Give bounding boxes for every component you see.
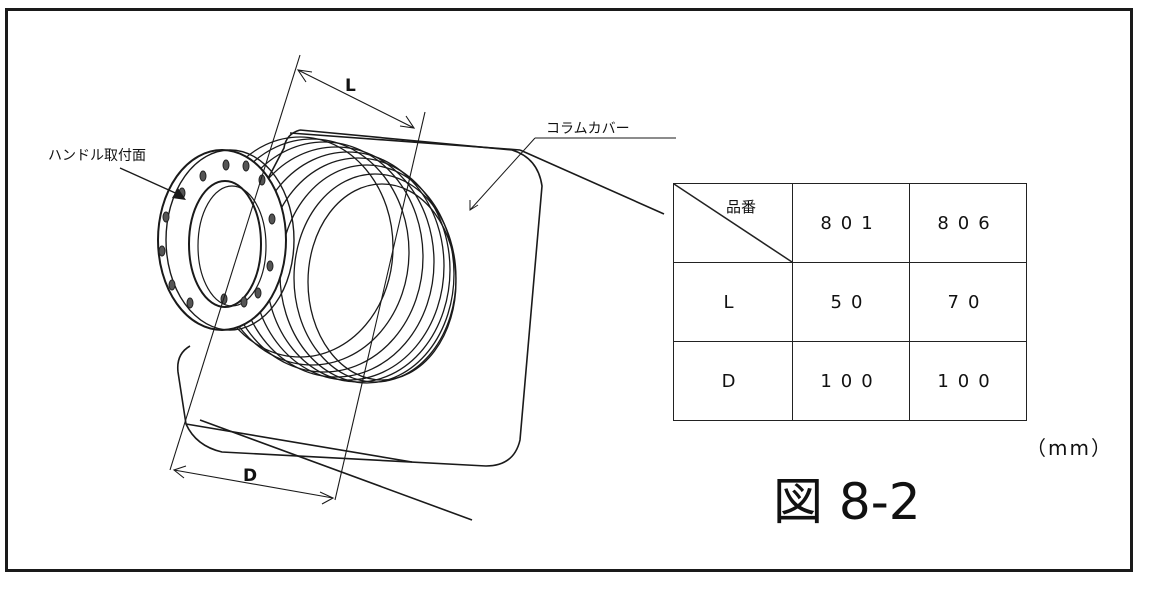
column-top-line xyxy=(519,149,665,215)
dimension-L-label: L xyxy=(345,76,357,96)
row-D-label: D xyxy=(673,341,793,421)
D-801-value: 100 xyxy=(792,341,910,421)
dimension-D xyxy=(172,465,335,505)
L-806-value: 70 xyxy=(909,262,1027,342)
boss-center-bore xyxy=(188,180,262,308)
column-cover-label: コラムカバー xyxy=(546,121,630,137)
figure-title: 図 8-2 xyxy=(773,473,921,531)
part-number-header: 品番 xyxy=(726,198,757,216)
row-L-label: L xyxy=(673,262,793,342)
boss-flange-fill xyxy=(158,150,286,330)
column-cover-inner-edge xyxy=(185,423,413,463)
unit-label: （mm） xyxy=(1026,436,1113,460)
table-row: D 100 100 xyxy=(673,341,1027,421)
part-806-header: 806 xyxy=(909,183,1027,263)
boss-bellows-ribs xyxy=(206,136,457,384)
corner-diagonal xyxy=(674,184,792,262)
dimension-D-label: D xyxy=(243,466,259,486)
table-row: L 50 70 xyxy=(673,262,1027,342)
dimension-L xyxy=(169,54,426,501)
part-801-header: 801 xyxy=(792,183,910,263)
table-corner-cell: 品番 xyxy=(673,183,793,263)
boss-center-bore-inner xyxy=(197,185,267,307)
handle-mount-leader xyxy=(119,167,183,197)
table-header-row: 品番 801 806 xyxy=(673,183,1027,263)
column-cover-arrowhead xyxy=(469,200,479,211)
column-cover-leader xyxy=(469,137,536,211)
handle-mount-face-label: ハンドル取付面 xyxy=(48,148,146,164)
handle-mount-arrowhead xyxy=(172,188,186,200)
column-bottom-line xyxy=(199,419,473,521)
L-801-value: 50 xyxy=(792,262,910,342)
boss-flange-rim xyxy=(165,149,295,331)
spec-table: 品番 801 806 L 50 70 D 100 100 xyxy=(673,183,1027,421)
D-806-value: 100 xyxy=(909,341,1027,421)
